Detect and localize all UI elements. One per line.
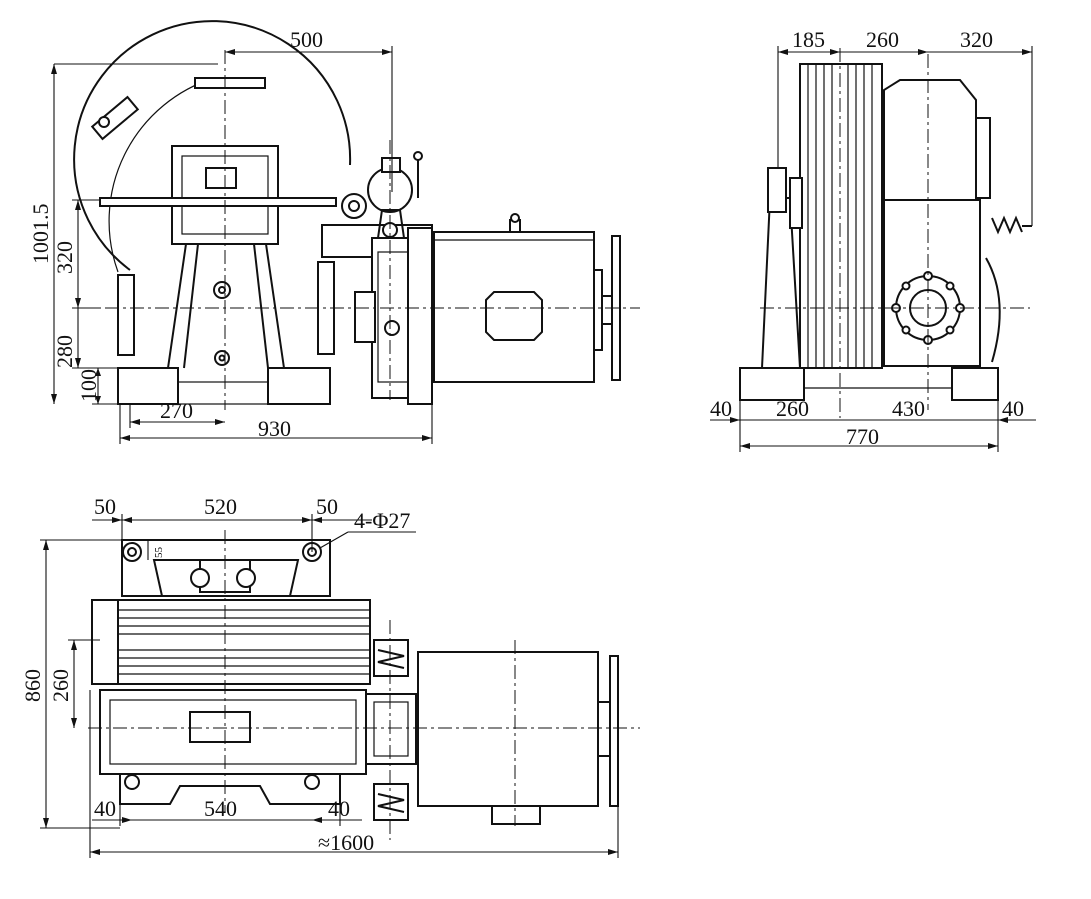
front-dim-270: 270 xyxy=(160,398,193,423)
top-dim-260: 260 xyxy=(48,669,73,702)
side-dim-320: 320 xyxy=(960,27,993,52)
front-dim-100: 100 xyxy=(76,369,101,402)
hole-callout: 4-Φ27 xyxy=(354,508,410,533)
top-dim-40-right: 40 xyxy=(328,796,350,821)
side-dim-770: 770 xyxy=(846,424,879,449)
top-dim-520: 520 xyxy=(204,494,237,519)
side-dim-260-top: 260 xyxy=(866,27,899,52)
front-dim-1001-5: 1001.5 xyxy=(28,204,53,265)
front-dim-320: 320 xyxy=(52,241,77,274)
top-dim-1600: ≈1600 xyxy=(318,830,374,855)
front-dim-930: 930 xyxy=(258,416,291,441)
top-dim-50-right: 50 xyxy=(316,494,338,519)
side-dim-260-bottom: 260 xyxy=(776,396,809,421)
side-dim-185: 185 xyxy=(792,27,825,52)
top-dim-860: 860 xyxy=(20,669,45,702)
side-dim-430: 430 xyxy=(892,396,925,421)
top-dim-40-left: 40 xyxy=(94,796,116,821)
top-dim-55: 55 xyxy=(153,547,165,559)
side-dim-40-left: 40 xyxy=(710,396,732,421)
side-dim-40-right: 40 xyxy=(1002,396,1024,421)
front-view: 500 1001.5 320 280 100 270 930 xyxy=(28,20,640,444)
front-dim-500: 500 xyxy=(290,27,323,52)
side-view: 185 260 320 40 260 430 40 770 xyxy=(710,27,1036,452)
top-view: 50 520 50 4-Φ27 55 860 260 40 540 40 ≈16 xyxy=(20,494,640,858)
top-dim-50-left: 50 xyxy=(94,494,116,519)
top-dim-540: 540 xyxy=(204,796,237,821)
front-dim-280: 280 xyxy=(52,335,77,368)
